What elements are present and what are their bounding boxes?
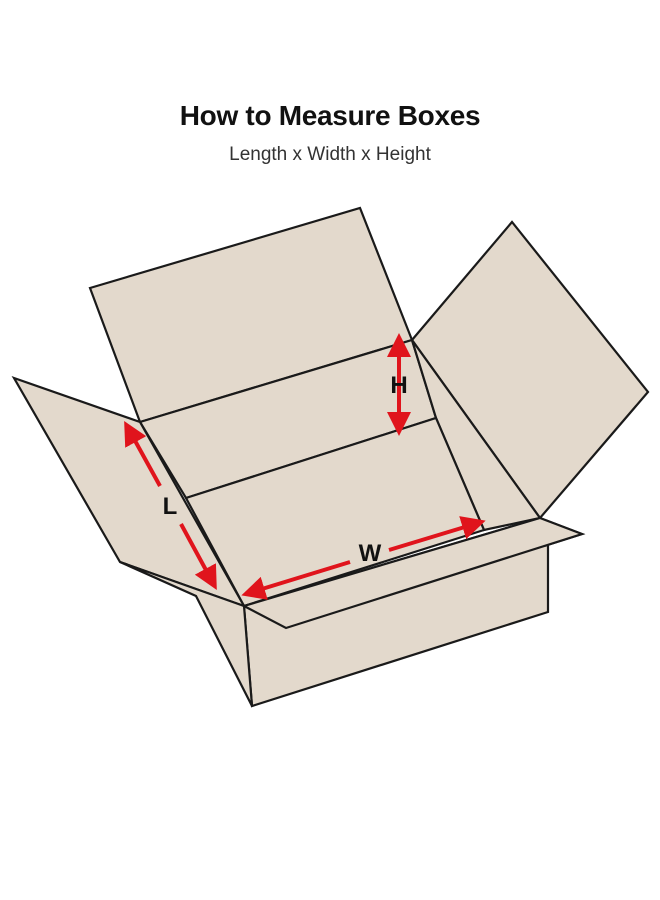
width-label: W <box>359 540 382 567</box>
page-subtitle: Length x Width x Height <box>229 144 431 165</box>
width-arrow-right <box>388 516 486 552</box>
height-label: H <box>390 372 407 399</box>
length-label: L <box>163 493 178 520</box>
length-arrow-lower <box>179 523 217 591</box>
width-arrow-left <box>241 560 351 600</box>
left-outer-wall <box>119 560 254 707</box>
length-arrow-upper <box>124 420 162 487</box>
front-flap-top <box>241 516 586 630</box>
page-title: How to Measure Boxes <box>179 100 481 131</box>
